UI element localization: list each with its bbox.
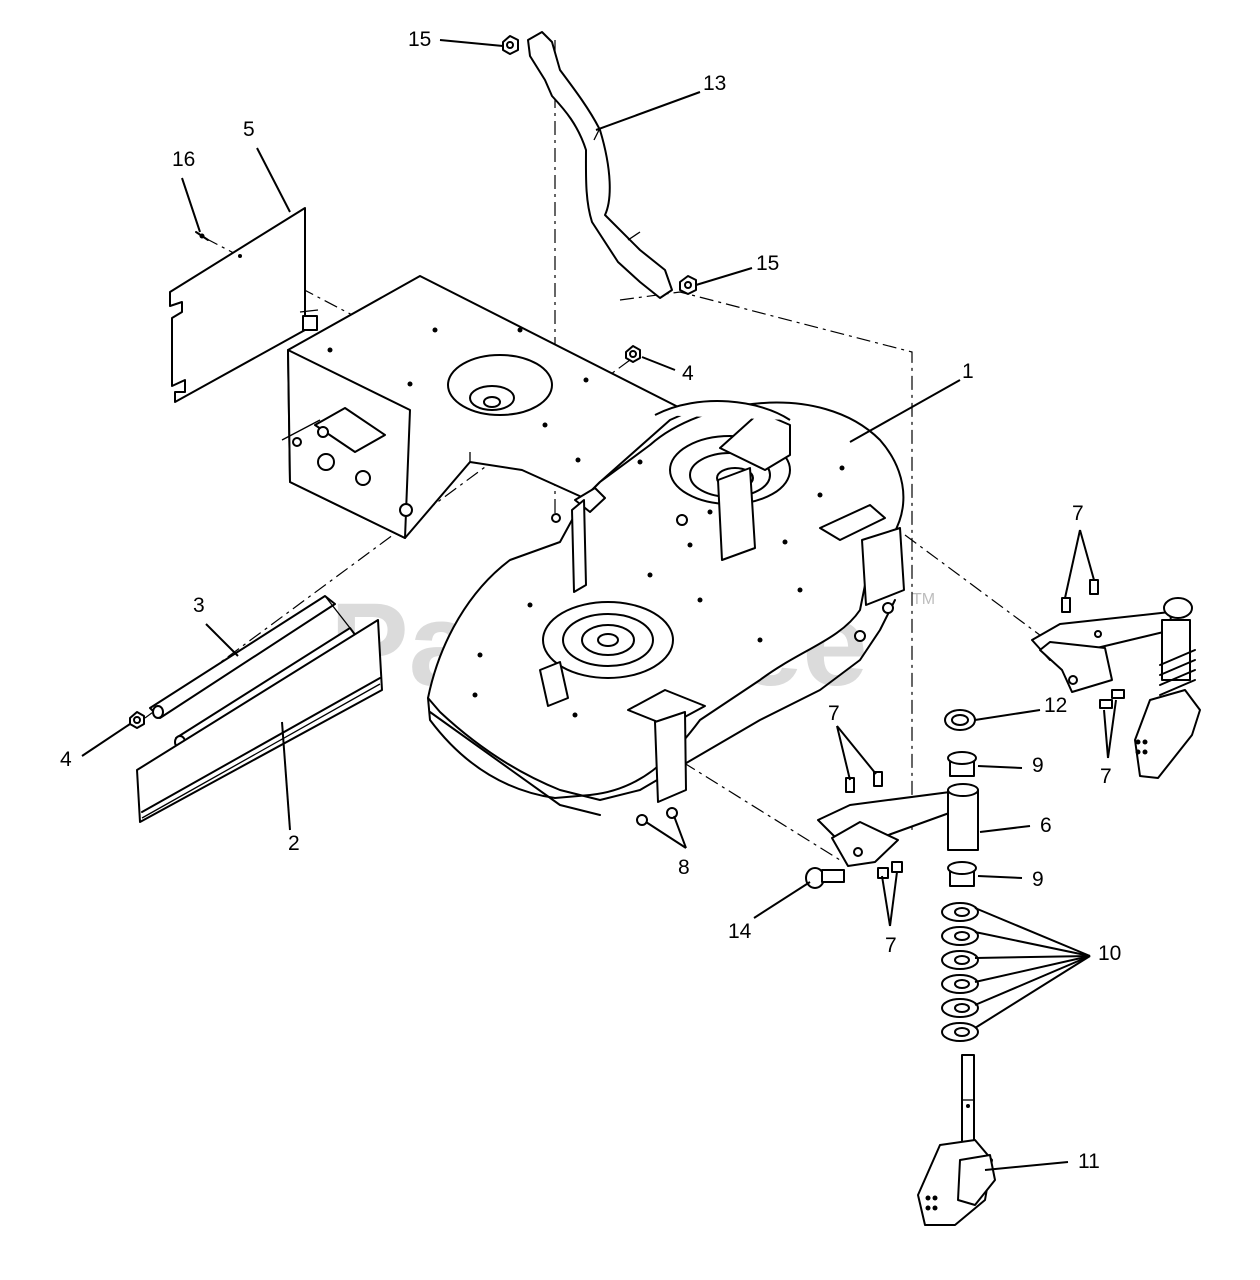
screw-part-16 bbox=[195, 231, 209, 241]
deflector-part-2 bbox=[136, 619, 383, 823]
caster-arm-part-6 bbox=[817, 783, 979, 867]
callout-2: 2 bbox=[288, 832, 300, 855]
callout-5: 5 bbox=[243, 118, 255, 141]
bushing-part-9-bottom bbox=[947, 861, 977, 887]
hex-nut-part-15-top bbox=[502, 35, 519, 55]
callout-15-side: 15 bbox=[756, 252, 779, 275]
callout-3: 3 bbox=[193, 594, 205, 617]
rod-part-3 bbox=[149, 595, 357, 749]
callout-15-top: 15 bbox=[408, 28, 431, 51]
callout-labels: 15 13 5 16 15 4 1 7 3 4 12 9 6 9 7 7 2 8… bbox=[60, 28, 1121, 1173]
pin-part-7-lower-bottom bbox=[877, 861, 903, 879]
callout-7-upper-right: 7 bbox=[1072, 502, 1084, 525]
callout-1: 1 bbox=[962, 360, 974, 383]
hex-nut-part-4-left bbox=[129, 711, 145, 729]
pin-part-8 bbox=[636, 807, 678, 826]
leader-lines bbox=[81, 39, 1117, 1171]
watermark-trademark: TM bbox=[912, 591, 935, 608]
pin-part-7-right-bottom bbox=[1099, 689, 1125, 709]
clip-part-12 bbox=[944, 709, 976, 731]
bolt-part-14 bbox=[805, 867, 845, 889]
callout-14: 14 bbox=[728, 920, 752, 943]
callout-9-top: 9 bbox=[1032, 754, 1044, 777]
callout-7-bottom: 7 bbox=[885, 934, 897, 957]
caster-shoe-part-11 bbox=[917, 1054, 996, 1226]
anti-scalp-arm-right bbox=[1031, 597, 1201, 779]
callout-7-mid: 7 bbox=[828, 702, 840, 725]
bolt-part-7-lower-top bbox=[845, 771, 883, 793]
callout-12: 12 bbox=[1044, 694, 1067, 717]
callout-10: 10 bbox=[1098, 942, 1121, 965]
callout-4-left: 4 bbox=[60, 748, 72, 771]
callout-9-bottom: 9 bbox=[1032, 868, 1044, 891]
lift-handle-part-13 bbox=[527, 31, 673, 299]
callout-11: 11 bbox=[1078, 1150, 1100, 1173]
callout-13: 13 bbox=[703, 72, 726, 95]
spacer-stack-part-10 bbox=[941, 902, 979, 1042]
mower-deck-part-1 bbox=[281, 275, 905, 816]
callout-8: 8 bbox=[678, 856, 690, 879]
callout-7-right-bottom: 7 bbox=[1100, 765, 1112, 788]
hex-nut-part-15-side bbox=[679, 275, 697, 295]
hex-nut-part-4-top bbox=[625, 345, 641, 363]
callout-6: 6 bbox=[1040, 814, 1052, 837]
callout-4-top: 4 bbox=[682, 362, 694, 385]
bushing-part-9-top bbox=[947, 751, 977, 777]
callout-16: 16 bbox=[172, 148, 195, 171]
